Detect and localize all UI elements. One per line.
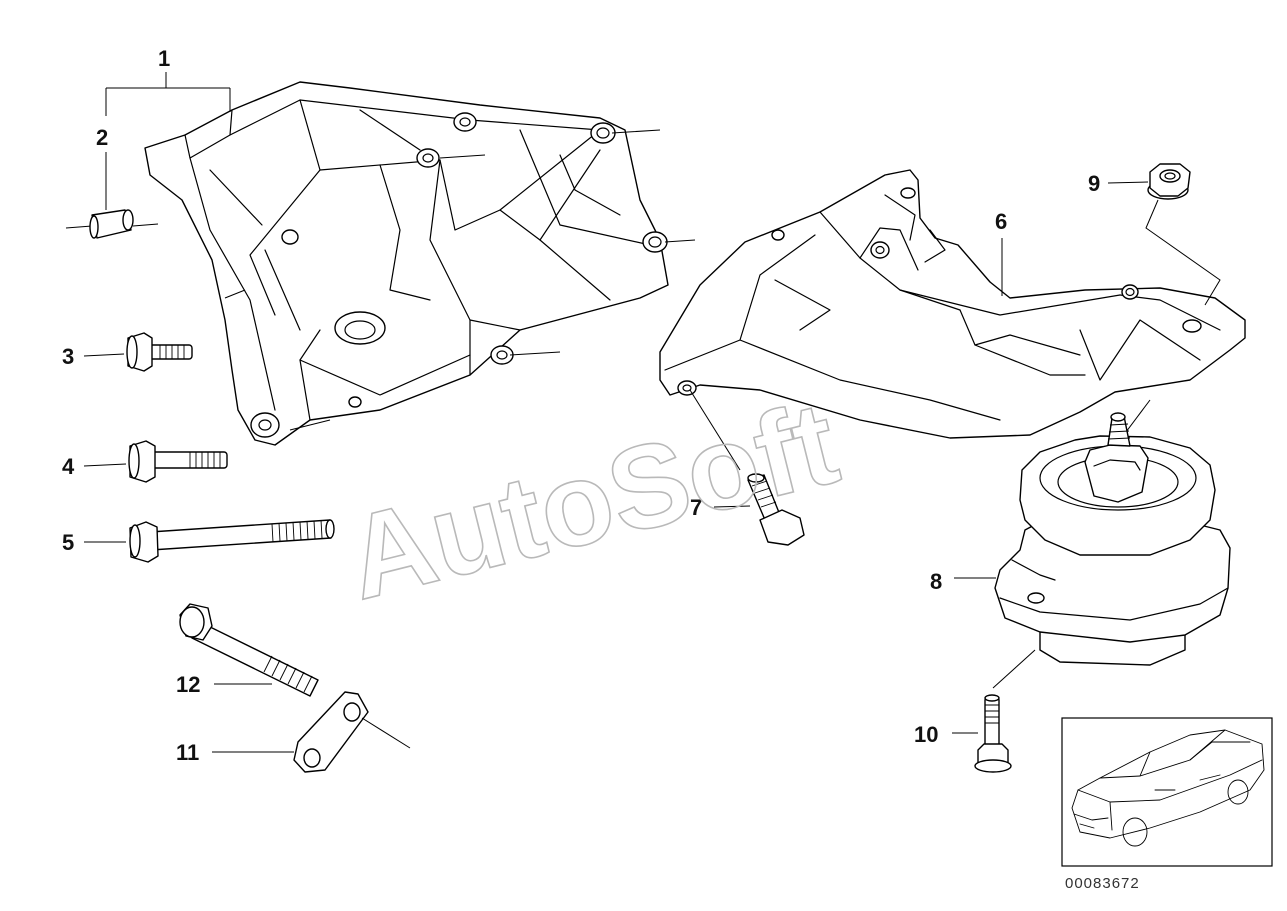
callout-2: 2: [96, 125, 108, 150]
callout-5: 5: [62, 530, 74, 555]
callout-1: 1: [158, 46, 170, 71]
link-plate[interactable]: [293, 691, 411, 773]
callout-12: 12: [176, 672, 200, 697]
engine-support-bracket[interactable]: [144, 81, 696, 446]
sleeve[interactable]: [65, 209, 159, 239]
callout-7: 7: [690, 495, 702, 520]
bolt-medium[interactable]: [128, 440, 228, 483]
bolt-short[interactable]: [126, 332, 193, 372]
mount-bolt[interactable]: [974, 694, 1012, 773]
leader-lines: [83, 72, 1149, 753]
callout-3: 3: [62, 344, 74, 369]
rubber-engine-mount[interactable]: [992, 412, 1231, 689]
callout-6: 6: [995, 209, 1007, 234]
callout-11: 11: [176, 740, 199, 765]
vehicle-thumbnail[interactable]: [1061, 717, 1273, 867]
callout-8: 8: [930, 569, 942, 594]
callout-9: 9: [1088, 171, 1100, 196]
flange-nut[interactable]: [1145, 163, 1221, 306]
callout-labels: 1 2 3 4 5 6 7 8 9 10 11 12: [62, 46, 1100, 765]
bolt-diagonal[interactable]: [179, 603, 319, 697]
bolt-arm[interactable]: [747, 473, 805, 546]
document-number: 00083672: [1065, 875, 1140, 892]
bolt-long[interactable]: [129, 519, 335, 563]
watermark-text: AutoSoft: [334, 377, 849, 626]
callout-10: 10: [914, 722, 938, 747]
engine-mount-arm[interactable]: [659, 169, 1246, 471]
callout-4: 4: [62, 454, 75, 479]
